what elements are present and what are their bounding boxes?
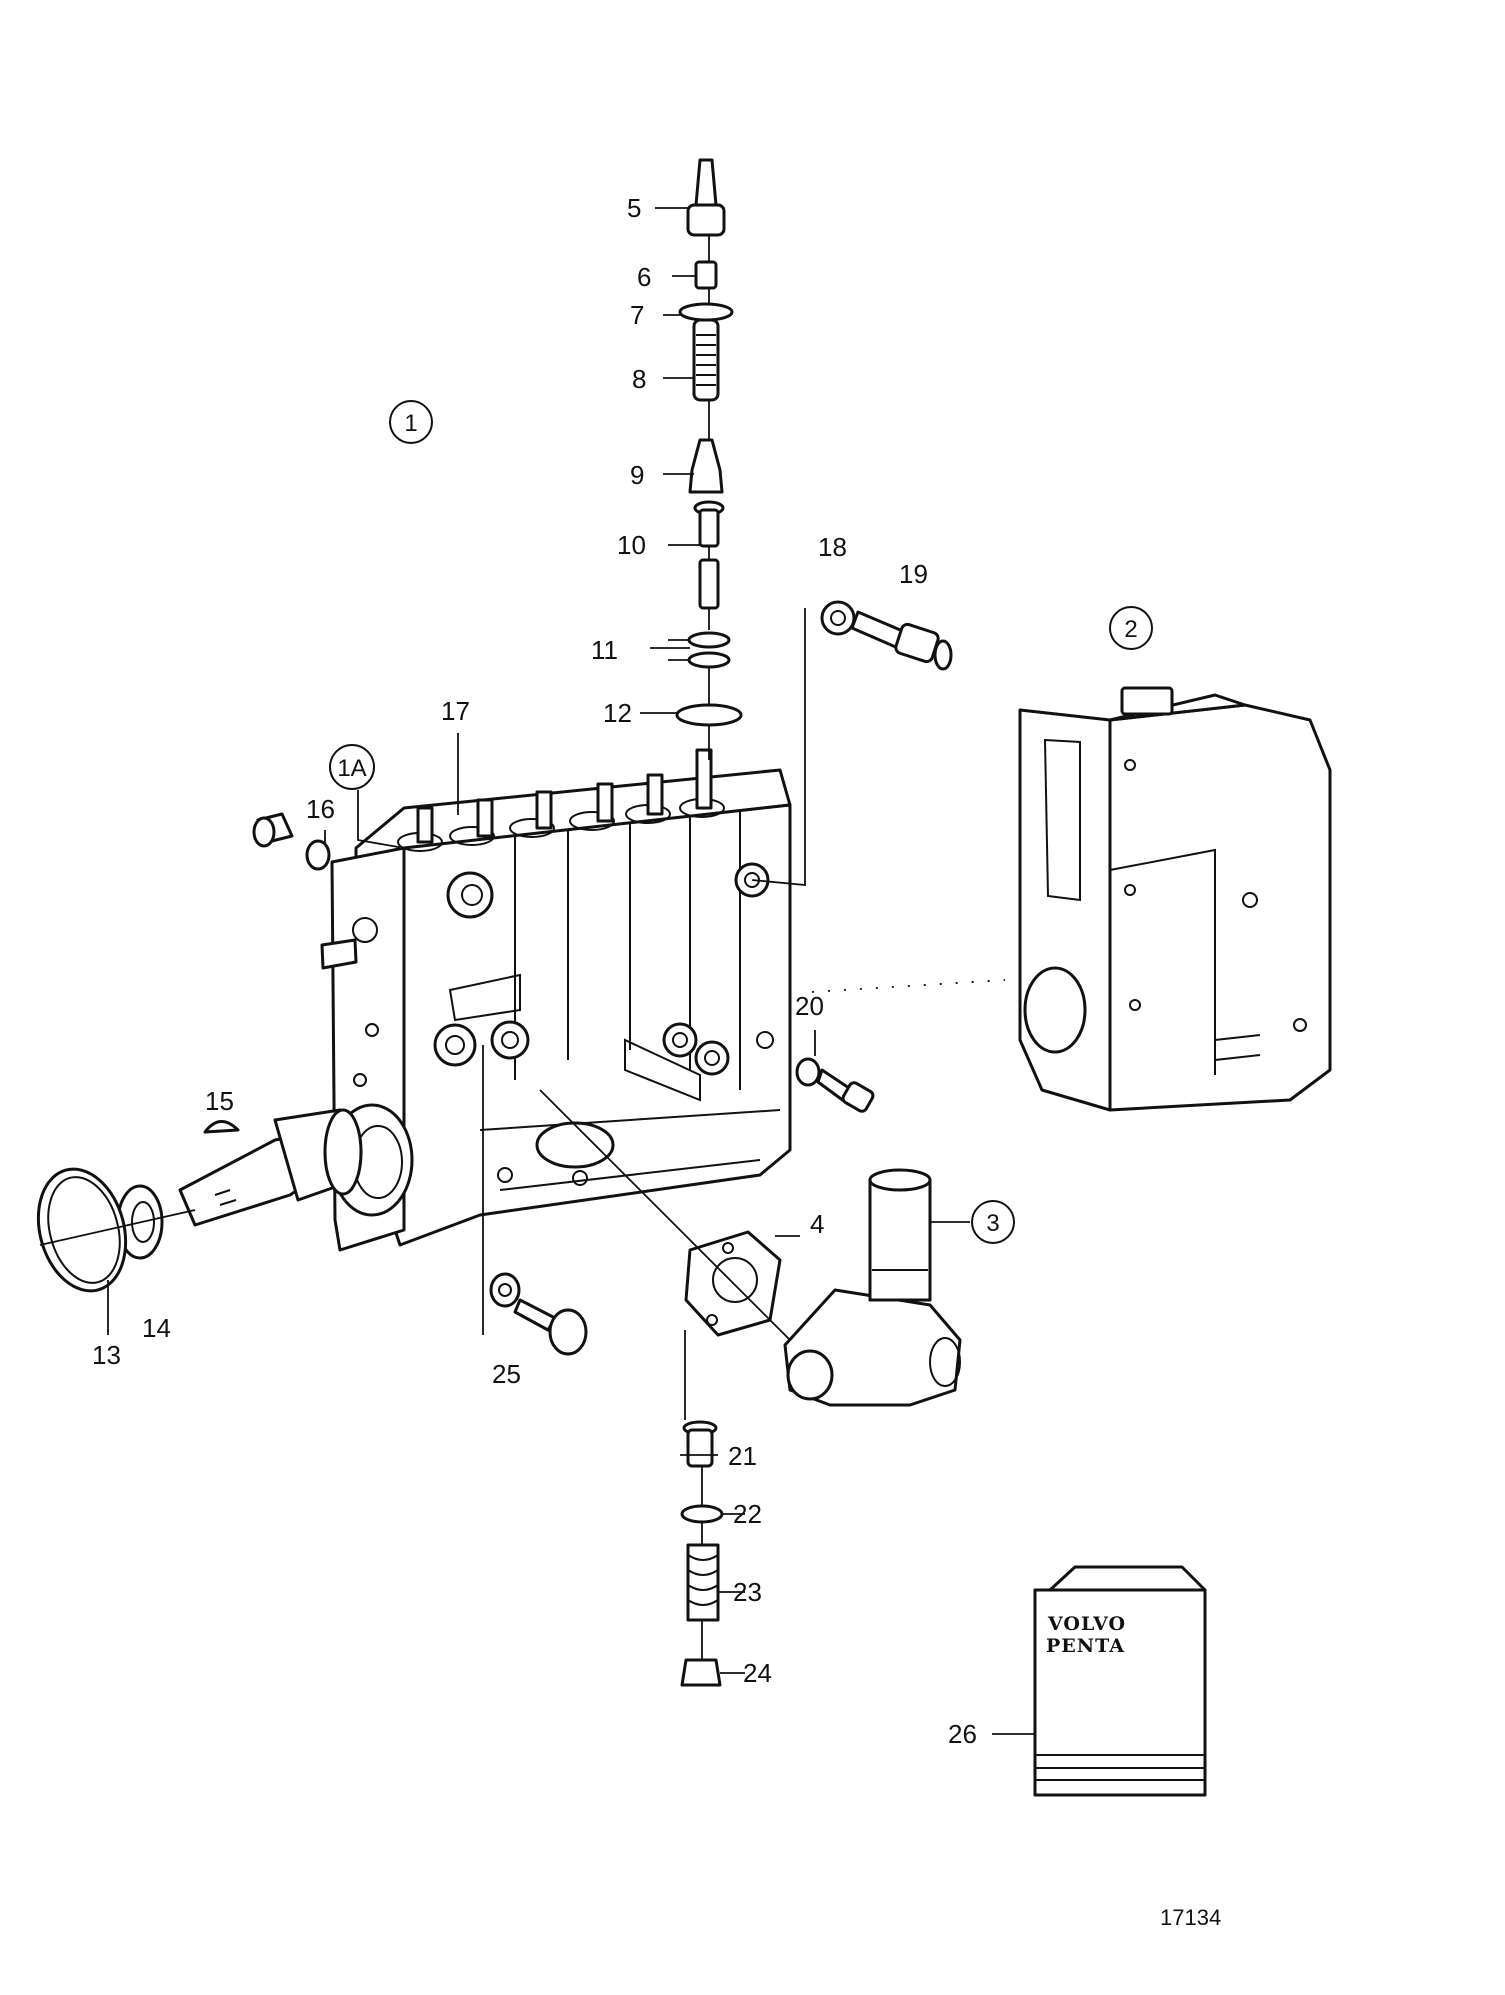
governor-housing-drawing bbox=[1018, 686, 1332, 1112]
part-label-14: 14 bbox=[142, 1313, 171, 1343]
group-label-1: 1 bbox=[389, 400, 433, 444]
part-label-20: 20 bbox=[795, 991, 824, 1021]
banjo-bolt-drawing bbox=[751, 600, 953, 886]
svg-text:2: 2 bbox=[1124, 616, 1137, 643]
brand-line-1: VOLVO bbox=[1047, 1613, 1126, 1635]
part-label-17: 17 bbox=[441, 696, 470, 726]
part-label-16: 16 bbox=[306, 794, 335, 824]
check-valve-parts-drawing bbox=[680, 1330, 724, 1687]
brand-line-2: PENTA bbox=[1046, 1635, 1125, 1657]
group-label-1a: 1A bbox=[329, 744, 375, 790]
plug-screw-drawing bbox=[252, 812, 331, 871]
bolt-25-drawing bbox=[482, 1045, 588, 1356]
part-label-5: 5 bbox=[627, 193, 641, 223]
part-label-22: 22 bbox=[733, 1499, 762, 1529]
part-label-9: 9 bbox=[630, 460, 644, 490]
group-label-2: 2 bbox=[1109, 606, 1153, 650]
part-label-24: 24 bbox=[743, 1658, 772, 1688]
part-label-8: 8 bbox=[632, 364, 646, 394]
part-label-7: 7 bbox=[630, 300, 644, 330]
svg-text:3: 3 bbox=[986, 1210, 999, 1237]
part-label-19: 19 bbox=[899, 559, 928, 589]
part-label-23: 23 bbox=[733, 1577, 762, 1607]
camshaft-drawing bbox=[36, 1108, 363, 1335]
feed-pump-drawing bbox=[539, 1089, 970, 1407]
figure-number: 17134 bbox=[1160, 1905, 1221, 1930]
stud-bolts-drawing bbox=[416, 748, 713, 844]
part-label-25: 25 bbox=[492, 1359, 521, 1389]
pump-housing-drawing bbox=[320, 768, 792, 1252]
part-label-26: 26 bbox=[948, 1719, 977, 1749]
part-label-12: 12 bbox=[603, 698, 632, 728]
part-label-21: 21 bbox=[728, 1441, 757, 1471]
part-label-11: 11 bbox=[591, 635, 618, 665]
svg-text:1: 1 bbox=[404, 410, 417, 437]
part-label-18: 18 bbox=[818, 532, 847, 562]
manual-book-drawing bbox=[992, 1565, 1207, 1797]
part-label-15: 15 bbox=[205, 1086, 234, 1116]
part-label-4: 4 bbox=[810, 1209, 824, 1239]
part-label-6: 6 bbox=[637, 262, 651, 292]
part-label-10: 10 bbox=[617, 530, 646, 560]
delivery-valve-stack-drawing bbox=[675, 158, 743, 760]
svg-text:1A: 1A bbox=[337, 755, 366, 782]
part-label-13: 13 bbox=[92, 1340, 121, 1370]
group-label-3: 3 bbox=[971, 1200, 1015, 1244]
leader-lines bbox=[324, 207, 800, 1674]
bleed-screw-drawing bbox=[795, 1030, 875, 1113]
